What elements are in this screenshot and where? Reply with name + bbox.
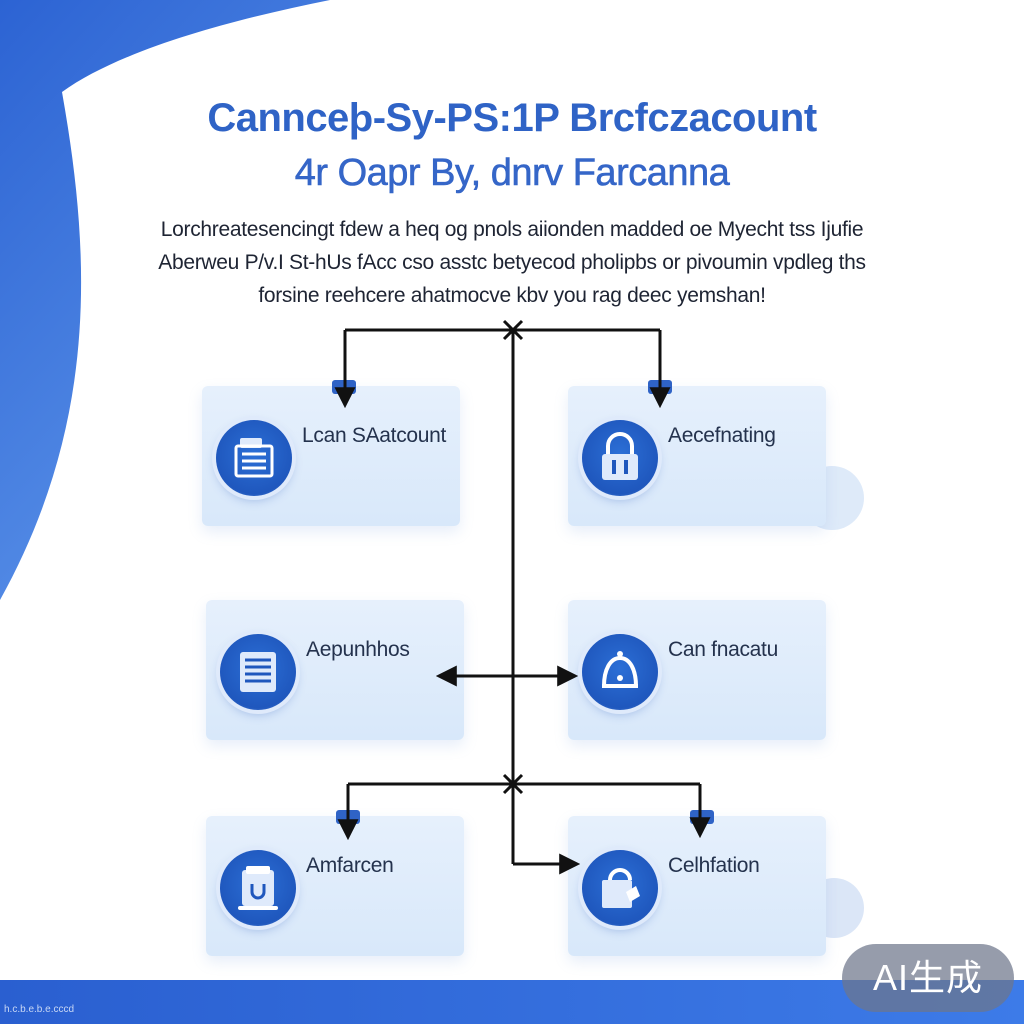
folder-icon xyxy=(220,850,296,926)
ai-generated-badge: AI生成 xyxy=(842,944,1014,1012)
flow-node-1[interactable]: Lcan SAatcount xyxy=(202,380,460,526)
flow-node-label: Lcan SAatcount xyxy=(302,424,447,447)
flow-node-2[interactable]: Aecefnating xyxy=(568,380,826,526)
node-connector-tab xyxy=(690,810,714,824)
person-card-icon xyxy=(582,850,658,926)
flow-node-label: Aepunhhos xyxy=(306,638,410,661)
description-line-2: Aberweu P/v.I St-hUs fAcc cso asstc bety… xyxy=(158,251,866,274)
node-connector-tab xyxy=(336,810,360,824)
node-connector-tab xyxy=(648,380,672,394)
footer-text: h.c.b.e.b.e.cccd xyxy=(4,1004,75,1015)
flow-node-6[interactable]: Celhfation xyxy=(568,810,826,956)
description-line-3: forsine reehcere ahatmocve kbv you rag d… xyxy=(258,284,766,307)
flow-node-5[interactable]: Amfarcen xyxy=(206,810,464,956)
diagram-subtitle: 4r Oapr By, dnrv Farcanna xyxy=(294,152,730,195)
padlock-icon xyxy=(582,420,658,496)
flow-node-3[interactable]: Aepunhhos xyxy=(206,600,464,740)
document-stack-icon xyxy=(216,420,292,496)
list-document-icon xyxy=(220,634,296,710)
node-connector-tab xyxy=(332,380,356,394)
description-line-1: Lorchreatesencingt fdew a heq og pnols a… xyxy=(160,218,864,241)
flow-node-label: Celhfation xyxy=(668,854,760,877)
diagram-title: Cannceþ-Sy-PS:1P Brcfczacount xyxy=(207,96,817,140)
flow-node-label: Aecefnating xyxy=(668,424,776,447)
flow-node-label: Can fnacatu xyxy=(668,638,778,661)
flow-node-4[interactable]: Can fnacatu xyxy=(568,600,826,740)
flow-node-label: Amfarcen xyxy=(306,854,394,877)
bell-icon xyxy=(582,634,658,710)
